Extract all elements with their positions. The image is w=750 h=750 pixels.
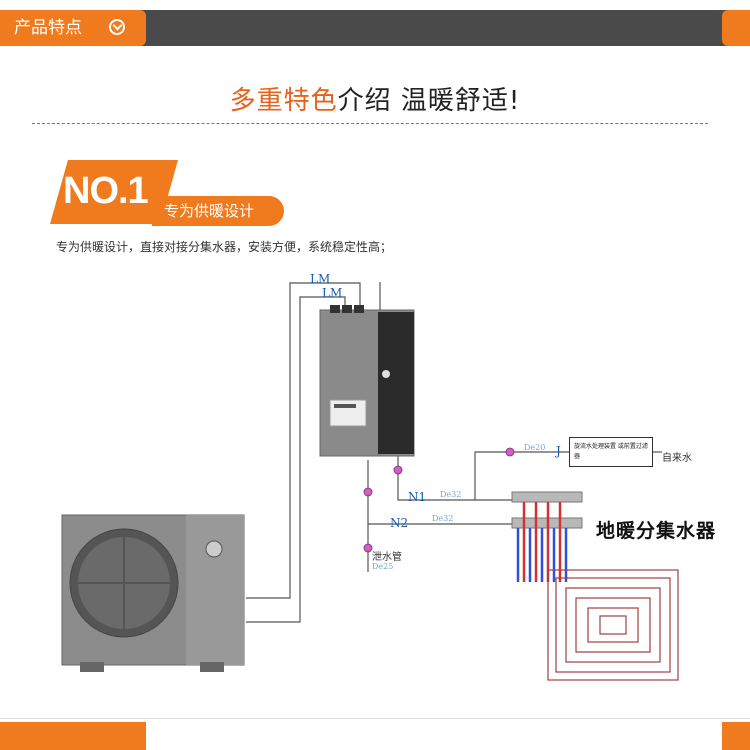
label-lm-inner: LM (322, 286, 343, 300)
label-n2: N2 (390, 516, 409, 530)
label-manifold: 地暖分集水器 (596, 520, 717, 542)
title-rest: 介绍 温暖舒适! (337, 86, 521, 116)
feature-description: 专为供暖设计，直接对接分集水器，安装方便，系统稳定性高； (56, 240, 393, 254)
chevron-down-circle-icon[interactable] (109, 19, 125, 35)
feature-title: 专为供暖设计 (152, 196, 284, 226)
feature-number: NO.1 (63, 170, 149, 212)
manifold (511, 491, 583, 582)
label-de25: De25 (372, 562, 394, 571)
indoor-unit (319, 305, 415, 457)
label-de32-b: De32 (432, 514, 454, 523)
label-de32-a: De32 (440, 490, 462, 499)
page-title: 多重特色介绍 温暖舒适! (0, 80, 750, 117)
section-header-bar: 产品特点 (0, 10, 750, 46)
next-section-tab[interactable] (0, 722, 146, 750)
dashed-divider (32, 123, 708, 124)
label-tap-water: 自来水 (662, 453, 692, 464)
bottom-right-accent (722, 722, 750, 750)
label-de20: De20 (524, 443, 546, 452)
header-right-accent (722, 10, 750, 46)
label-j: J (556, 444, 561, 458)
tab-label: 产品特点 (14, 18, 82, 38)
floor-heating-coil (547, 569, 679, 681)
bottom-divider (0, 718, 750, 719)
label-n1: N1 (408, 490, 427, 504)
outdoor-unit (61, 514, 245, 672)
label-lm-outer: LM (310, 272, 331, 286)
tab-product-features[interactable]: 产品特点 (0, 10, 146, 46)
title-highlight: 多重特色 (229, 86, 338, 116)
filter-device-box: 旋流水处理装置 或前置过滤器 (569, 437, 653, 467)
label-drain-pipe: 泄水管 (372, 552, 402, 563)
